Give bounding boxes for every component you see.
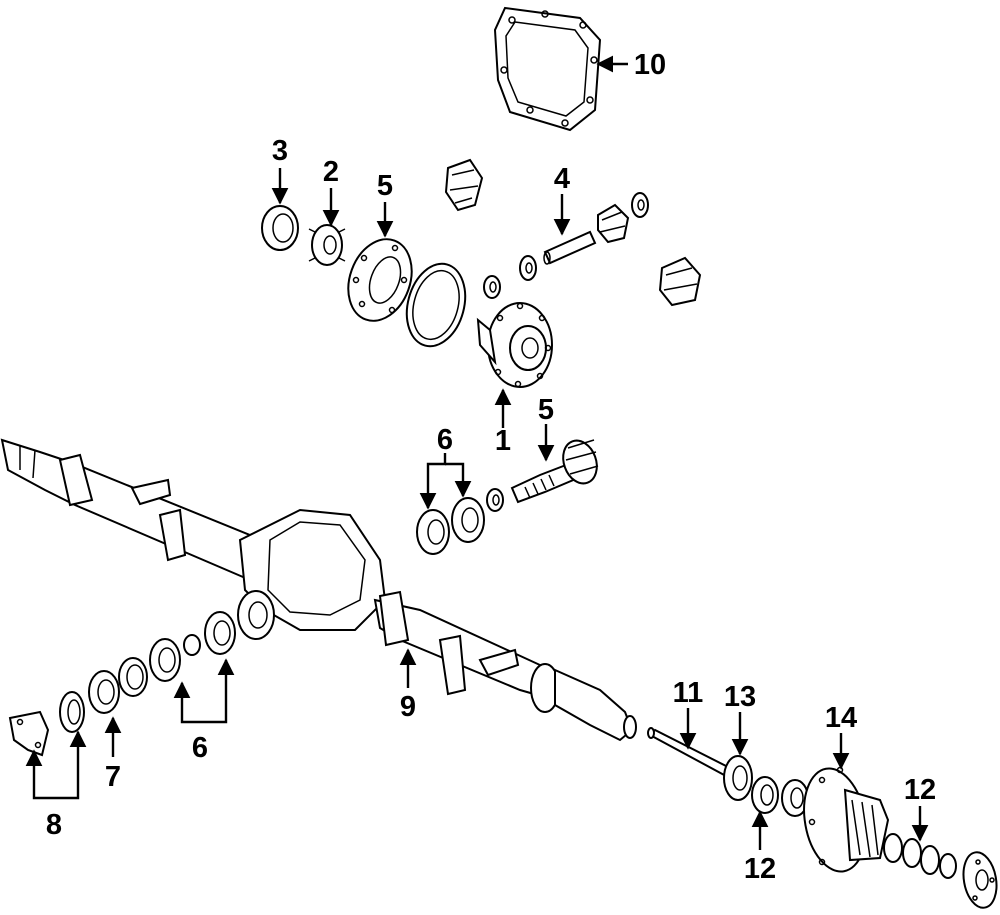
callout-8: 8 xyxy=(46,809,62,841)
side-bearing-cup xyxy=(204,611,236,655)
callout-12-right: 12 xyxy=(904,774,936,806)
callout-5-upper: 5 xyxy=(377,170,393,202)
callout-11: 11 xyxy=(673,677,704,709)
hub-bearing-stack xyxy=(883,833,957,879)
pinion-bearing-race xyxy=(416,509,450,555)
callout-7: 7 xyxy=(105,761,121,793)
ring-gear xyxy=(347,238,413,322)
pinion-seal xyxy=(261,205,299,251)
callout-14: 14 xyxy=(825,702,857,734)
cross-shaft-pin xyxy=(543,230,597,265)
differential-case xyxy=(476,302,553,388)
callout-6-upper: 6 xyxy=(437,424,453,456)
side-gear-small xyxy=(308,224,346,266)
seal-8 xyxy=(59,691,85,733)
pinion-gear-small xyxy=(519,255,537,281)
callout-13: 13 xyxy=(724,681,756,713)
thrust-washer-right xyxy=(631,192,649,218)
callout-1: 1 xyxy=(495,425,511,457)
differential-cover xyxy=(493,6,602,132)
hub-end-flange xyxy=(962,851,998,909)
pinion-washer xyxy=(486,488,504,512)
bearing-7 xyxy=(88,670,120,714)
callout-12-lower: 12 xyxy=(744,853,776,885)
side-bearing-cone xyxy=(149,638,181,682)
spider-gear-upper xyxy=(444,158,484,212)
side-gear-right xyxy=(658,256,702,307)
axle-housing xyxy=(0,438,637,742)
side-bearing-shim xyxy=(183,634,201,656)
gasket-ring xyxy=(405,262,467,348)
wheel-bearing-inner xyxy=(751,776,779,814)
callout-6-lower: 6 xyxy=(192,732,208,764)
leader-lines xyxy=(25,55,929,850)
callout-5-lower: 5 xyxy=(538,394,554,426)
wheel-hub xyxy=(803,766,890,873)
yoke-flange xyxy=(8,710,50,757)
thrust-washer-small xyxy=(483,275,501,299)
hub-seal xyxy=(723,755,753,801)
pinion-bearing-outer xyxy=(451,497,485,543)
callout-10: 10 xyxy=(634,49,666,81)
drive-pinion-gear xyxy=(510,439,599,504)
spider-gear-right xyxy=(597,203,630,244)
spacer-ring xyxy=(118,657,148,697)
callout-4: 4 xyxy=(554,163,570,195)
callout-labels: 3 2 5 4 10 1 5 6 9 6 7 8 11 13 14 12 12 xyxy=(46,49,936,885)
callout-9: 9 xyxy=(400,691,416,723)
callout-3: 3 xyxy=(272,135,288,167)
callout-2: 2 xyxy=(323,156,339,188)
